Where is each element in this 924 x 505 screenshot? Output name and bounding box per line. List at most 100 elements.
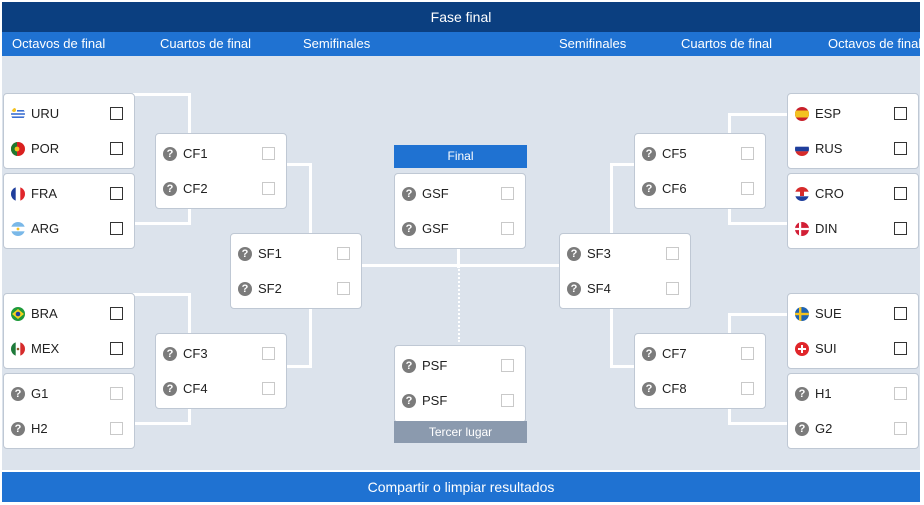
team-name: CRO [815, 186, 844, 201]
match-r16-5: ESP RUS [787, 93, 919, 169]
winner-checkbox[interactable] [110, 222, 123, 235]
winner-checkbox[interactable] [337, 282, 350, 295]
switzerland-flag-icon [795, 342, 809, 356]
winner-checkbox[interactable] [894, 187, 907, 200]
match-r16-4: ? G1 ? H2 [3, 373, 135, 449]
unknown-team-icon: ? [642, 382, 656, 396]
winner-checkbox[interactable] [501, 394, 514, 407]
match-qf-2: ? CF3 ? CF4 [155, 333, 287, 409]
team-row[interactable]: ? G2 [788, 411, 918, 446]
winner-checkbox[interactable] [741, 147, 754, 160]
winner-checkbox[interactable] [110, 387, 123, 400]
team-name: GSF [422, 186, 449, 201]
winner-checkbox[interactable] [741, 182, 754, 195]
unknown-team-icon: ? [567, 247, 581, 261]
match-r16-3: BRA MEX [3, 293, 135, 369]
unknown-team-icon: ? [402, 394, 416, 408]
round-label-octavos-right: Octavos de final [828, 36, 922, 51]
team-row[interactable]: ? SF1 [231, 236, 361, 271]
team-row[interactable]: ARG [4, 211, 134, 246]
team-row[interactable]: ? CF8 [635, 371, 765, 406]
team-row[interactable]: ? CF3 [156, 336, 286, 371]
team-name: G1 [31, 386, 49, 401]
team-row[interactable]: ? CF6 [635, 171, 765, 206]
team-row[interactable]: ? PSF [395, 383, 525, 418]
winner-checkbox[interactable] [666, 282, 679, 295]
team-row[interactable]: ? G1 [4, 376, 134, 411]
team-name: SF3 [587, 246, 611, 261]
winner-checkbox[interactable] [501, 187, 514, 200]
round-label-cuartos-right: Cuartos de final [681, 36, 773, 51]
winner-checkbox[interactable] [110, 307, 123, 320]
winner-checkbox[interactable] [501, 359, 514, 372]
uruguay-flag-icon [11, 107, 25, 121]
denmark-flag-icon [795, 222, 809, 236]
unknown-team-icon: ? [238, 247, 252, 261]
winner-checkbox[interactable] [741, 382, 754, 395]
team-name: CF3 [183, 346, 208, 361]
winner-checkbox[interactable] [110, 107, 123, 120]
team-row[interactable]: ? CF5 [635, 136, 765, 171]
team-row[interactable]: MEX [4, 331, 134, 366]
team-row[interactable]: ? SF3 [560, 236, 690, 271]
unknown-team-icon: ? [238, 282, 252, 296]
match-final: ? GSF ? GSF [394, 173, 526, 249]
winner-checkbox[interactable] [262, 347, 275, 360]
winner-checkbox[interactable] [666, 247, 679, 260]
team-name: CF5 [662, 146, 687, 161]
team-name: ESP [815, 106, 842, 121]
team-row[interactable]: ? CF1 [156, 136, 286, 171]
team-row[interactable]: ? CF2 [156, 171, 286, 206]
team-row[interactable]: BRA [4, 296, 134, 331]
winner-checkbox[interactable] [262, 147, 275, 160]
team-row[interactable]: URU [4, 96, 134, 131]
share-or-clear-button[interactable]: Compartir o limpiar resultados [2, 472, 920, 502]
team-row[interactable]: RUS [788, 131, 918, 166]
winner-checkbox[interactable] [501, 222, 514, 235]
team-row[interactable]: POR [4, 131, 134, 166]
team-row[interactable]: SUI [788, 331, 918, 366]
team-name: SF4 [587, 281, 611, 296]
winner-checkbox[interactable] [337, 247, 350, 260]
unknown-team-icon: ? [642, 182, 656, 196]
team-name: CF1 [183, 146, 208, 161]
winner-checkbox[interactable] [894, 142, 907, 155]
brazil-flag-icon [11, 307, 25, 321]
winner-checkbox[interactable] [894, 222, 907, 235]
team-row[interactable]: ? GSF [395, 176, 525, 211]
team-row[interactable]: ? PSF [395, 348, 525, 383]
team-row[interactable]: CRO [788, 176, 918, 211]
round-label-octavos-left: Octavos de final [12, 36, 106, 51]
team-row[interactable]: SUE [788, 296, 918, 331]
winner-checkbox[interactable] [110, 142, 123, 155]
unknown-team-icon: ? [642, 347, 656, 361]
mexico-flag-icon [11, 342, 25, 356]
team-row[interactable]: ? SF2 [231, 271, 361, 306]
team-row[interactable]: ? CF4 [156, 371, 286, 406]
match-r16-2: FRA ARG [3, 173, 135, 249]
winner-checkbox[interactable] [262, 182, 275, 195]
winner-checkbox[interactable] [894, 307, 907, 320]
winner-checkbox[interactable] [894, 107, 907, 120]
winner-checkbox[interactable] [110, 342, 123, 355]
team-row[interactable]: ? CF7 [635, 336, 765, 371]
winner-checkbox[interactable] [894, 422, 907, 435]
team-row[interactable]: ? H2 [4, 411, 134, 446]
team-row[interactable]: ? SF4 [560, 271, 690, 306]
third-place-dotted-line [458, 266, 460, 342]
croatia-flag-icon [795, 187, 809, 201]
team-row[interactable]: ? GSF [395, 211, 525, 246]
winner-checkbox[interactable] [262, 382, 275, 395]
winner-checkbox[interactable] [741, 347, 754, 360]
france-flag-icon [11, 187, 25, 201]
winner-checkbox[interactable] [894, 342, 907, 355]
winner-checkbox[interactable] [110, 422, 123, 435]
unknown-team-icon: ? [163, 382, 177, 396]
team-row[interactable]: ? H1 [788, 376, 918, 411]
team-row[interactable]: ESP [788, 96, 918, 131]
spain-flag-icon [795, 107, 809, 121]
winner-checkbox[interactable] [110, 187, 123, 200]
winner-checkbox[interactable] [894, 387, 907, 400]
team-row[interactable]: FRA [4, 176, 134, 211]
team-row[interactable]: DIN [788, 211, 918, 246]
